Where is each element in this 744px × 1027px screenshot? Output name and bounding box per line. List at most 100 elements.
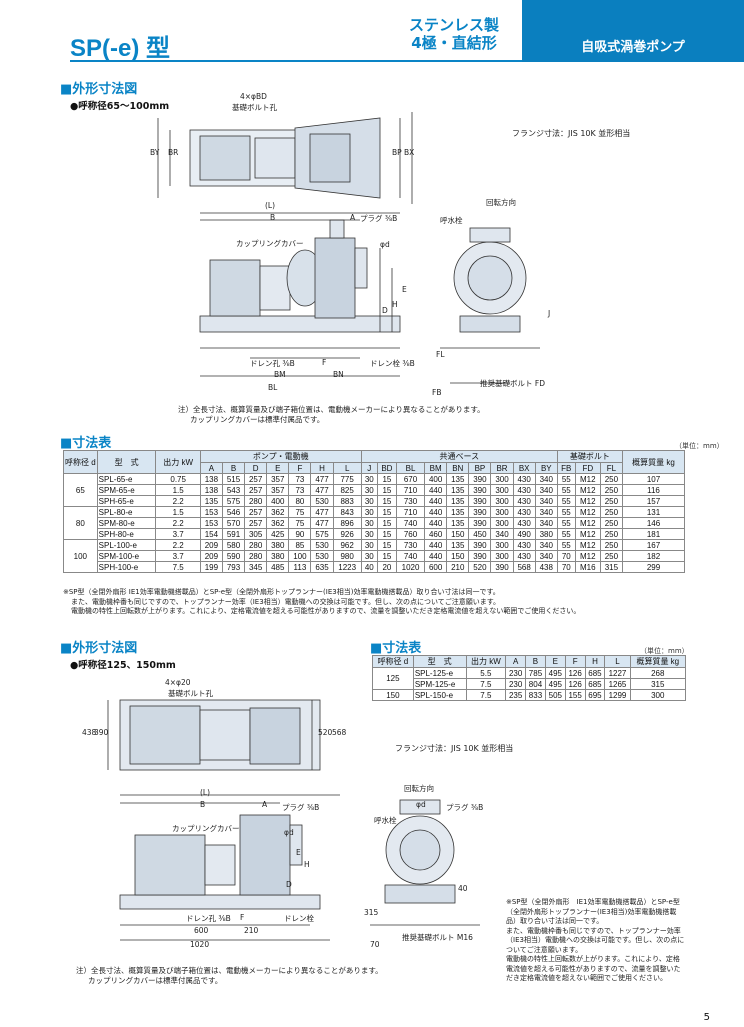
col-header: BM (424, 462, 448, 474)
table-cell: 980 (332, 550, 362, 562)
table-cell: M12 (574, 506, 601, 518)
table-cell: 477 (310, 484, 334, 496)
section1-heading: ■外形寸法図 (60, 82, 138, 97)
label2-F: F (240, 913, 245, 922)
table-cell: M12 (574, 495, 601, 507)
table-cell: 70 (556, 561, 576, 573)
table-cell: 75 (288, 517, 312, 529)
label2-B: B (200, 800, 206, 809)
table-cell: 485 (266, 561, 290, 573)
col-header: E (544, 655, 566, 668)
table-cell: 3.7 (155, 528, 201, 540)
table-cell: 257 (244, 506, 268, 518)
table-cell: 1223 (332, 561, 362, 573)
table-cell: 167 (621, 539, 686, 551)
table-cell: 477 (310, 506, 334, 518)
table-cell: 440 (424, 539, 448, 551)
table-cell: 250 (599, 539, 623, 551)
col-header: BL (395, 462, 426, 474)
col-header: BY (534, 462, 558, 474)
table-cell: 157 (621, 495, 686, 507)
table-cell: 85 (288, 539, 312, 551)
col-header: 出力 kW (465, 655, 507, 668)
table-cell: 15 (376, 550, 397, 562)
table-cell: M12 (574, 528, 601, 540)
table-cell: 250 (599, 528, 623, 540)
table-cell: 55 (556, 473, 576, 485)
table-cell: 40 (360, 561, 378, 573)
label2-bolt-hole-2: 基礎ボルト孔 (168, 689, 213, 698)
table-cell: 477 (310, 517, 334, 529)
table-cell: 2.2 (155, 539, 201, 551)
label2-600: 600 (194, 926, 209, 935)
table-cell: 75 (288, 506, 312, 518)
table-cell: 380 (266, 539, 290, 551)
table-cell: 250 (599, 473, 623, 485)
table-cell: 300 (490, 484, 514, 496)
cell-model: SPL-80-e (96, 506, 157, 518)
table-cell: 30 (360, 528, 378, 540)
table-cell: 135 (446, 506, 470, 518)
table-cell: 530 (310, 550, 334, 562)
label-BM: BM (274, 370, 286, 379)
table-cell: 3.7 (155, 550, 201, 562)
table-cell: 380 (534, 528, 558, 540)
cell-bore: 100 (63, 539, 98, 573)
table-cell: 440 (424, 495, 448, 507)
table-cell: 154 (199, 528, 223, 540)
table-cell: 570 (221, 517, 246, 529)
table-cell: 150 (446, 550, 470, 562)
table-cell: 390 (490, 561, 514, 573)
table-cell: 15 (376, 506, 397, 518)
table-cell: 131 (621, 506, 686, 518)
section1-note-line: カップリングカバーは標準付属品です。 (190, 415, 325, 424)
col-header: FB (556, 462, 576, 474)
cell-model: SPM-65-e (96, 484, 157, 496)
table-cell: 1.5 (155, 484, 201, 496)
table-cell: 20 (376, 561, 397, 573)
side-note-line: （全閉外扇形トップランナー(IE3相当)効率電動機搭載 (506, 907, 677, 916)
col-header: 出力 kW (155, 450, 201, 474)
table-cell: 340 (534, 484, 558, 496)
table-cell: 345 (244, 561, 268, 573)
table-cell: 15 (376, 539, 397, 551)
table-cell: 55 (556, 506, 576, 518)
label-J: J (548, 309, 551, 318)
label-FB: FB (432, 388, 442, 397)
cell-model: SPL-65-e (96, 473, 157, 485)
col-header: L (604, 655, 631, 668)
table-cell: 135 (446, 484, 470, 496)
table-cell: 80 (288, 495, 312, 507)
table-cell: 113 (288, 561, 312, 573)
table-cell: 362 (266, 506, 290, 518)
table-cell: 440 (424, 506, 448, 518)
label2-A: A (262, 800, 268, 809)
col-header: E (266, 462, 290, 474)
table-cell: 390 (468, 517, 492, 529)
section1-subheading: ●呼称径65～100mm (70, 101, 170, 112)
col-header: H (310, 462, 334, 474)
table-cell: 250 (599, 495, 623, 507)
table-cell: 740 (395, 517, 426, 529)
table-cell: 1020 (395, 561, 426, 573)
table-cell: 1227 (604, 667, 631, 679)
table-cell: 580 (221, 539, 246, 551)
table-cell: 181 (621, 528, 686, 540)
table-cell: 15 (376, 517, 397, 529)
col-header: 概算質量 kg (629, 655, 687, 668)
table-cell: 73 (288, 473, 312, 485)
table-cell: M16 (574, 561, 601, 573)
table-cell: 833 (525, 689, 546, 701)
label2-rotation: 回転方向 (404, 784, 434, 793)
table-cell: 430 (512, 473, 536, 485)
table-cell: 490 (512, 528, 536, 540)
table-cell: 591 (221, 528, 246, 540)
table-cell: 299 (621, 561, 686, 573)
header-category: 自吸式渦巻ポンプ (522, 0, 744, 62)
table-cell: 1265 (604, 678, 631, 690)
table-cell: 250 (599, 517, 623, 529)
table-cell: 575 (310, 528, 334, 540)
table-cell: 450 (468, 528, 492, 540)
